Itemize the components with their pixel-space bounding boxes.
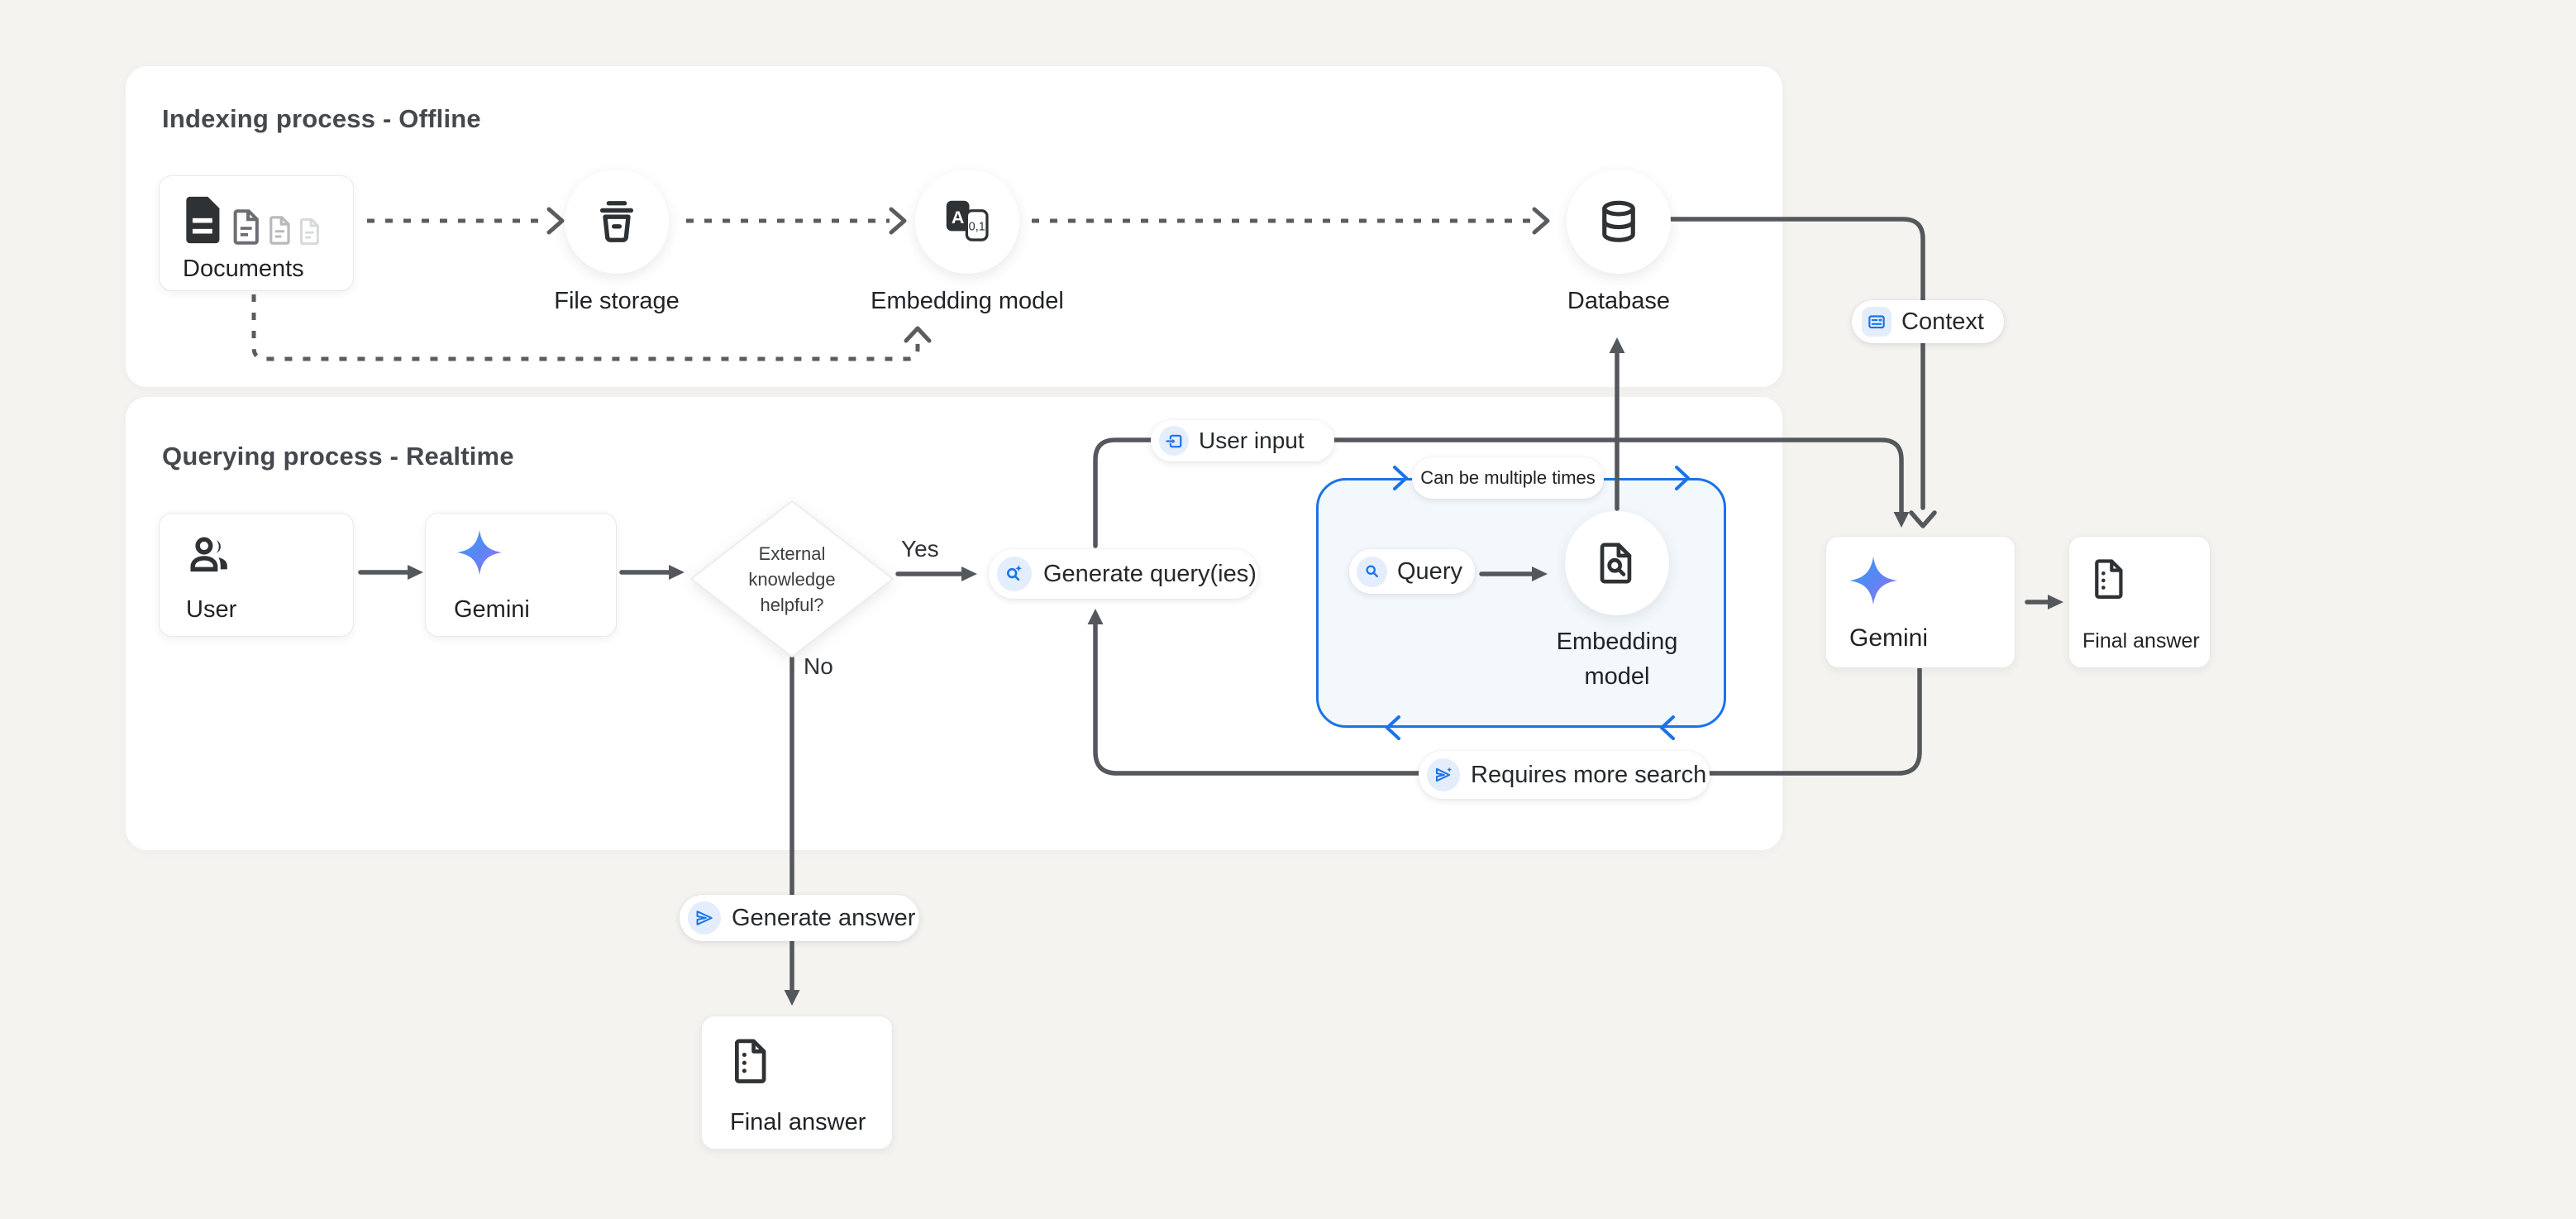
can-be-multiple-times-pill: Can be multiple times <box>1412 457 1604 499</box>
final-answer-right-node: Final answer <box>2068 536 2211 668</box>
documents-stack-icon <box>183 194 322 246</box>
decision-line1: External <box>758 543 826 564</box>
input-arrow-icon <box>1159 426 1189 456</box>
no-edge-label: No <box>804 653 833 679</box>
user-node: User <box>159 513 354 637</box>
documents-node: Documents <box>159 175 354 291</box>
database-label: Database <box>1567 288 1671 314</box>
gemini-query-node: Gemini <box>425 513 617 637</box>
file-storage-node <box>565 170 669 274</box>
embedding-model-offline-node: A 0,1 <box>915 170 1019 274</box>
generate-answer-pill: Generate answer <box>680 895 919 941</box>
user-input-label: User input <box>1199 428 1305 453</box>
arrowhead-into-final-answer-bottom <box>784 990 800 1006</box>
can-be-multiple-times-label: Can be multiple times <box>1420 467 1596 488</box>
final-answer-right-label: Final answer <box>2082 629 2200 653</box>
database-cylinder-icon <box>1602 200 1635 242</box>
generate-queries-pill: Generate query(ies) <box>989 549 1258 599</box>
user-group-icon <box>190 537 227 572</box>
gemini-query-label: Gemini <box>454 596 530 623</box>
search-spark-icon <box>997 557 1032 591</box>
gemini-answer-label: Gemini <box>1849 624 1929 652</box>
translate-a01-icon: A 0,1 <box>946 200 989 241</box>
database-node <box>1567 170 1671 274</box>
generate-answer-label: Generate answer <box>732 904 916 931</box>
context-pill: Context <box>1852 300 2004 343</box>
decision-line2: knowledge <box>748 569 836 590</box>
decision-line3: helpful? <box>760 595 824 615</box>
storage-bucket-icon <box>599 201 634 242</box>
document-icon <box>2095 559 2123 599</box>
decision-text: External knowledge helpful? <box>709 541 875 618</box>
file-storage-label: File storage <box>554 288 680 314</box>
arrowhead-userinput-into-gemini <box>1893 512 1910 528</box>
gemini-star-icon <box>456 529 503 576</box>
context-pill-label: Context <box>1901 308 1984 335</box>
final-answer-bottom-node: Final answer <box>701 1016 893 1150</box>
arrowhead-into-final-answer-right <box>2048 595 2063 610</box>
generate-queries-label: Generate query(ies) <box>1043 560 1257 587</box>
send-icon <box>688 901 721 935</box>
embedding-model-realtime-label-line2: model <box>1584 663 1650 690</box>
gemini-star-icon <box>1849 556 1898 605</box>
requires-more-search-label: Requires more search <box>1471 761 1707 788</box>
user-label: User <box>186 596 237 623</box>
send-spark-icon <box>1427 758 1460 791</box>
embedding-model-offline-label: Embedding model <box>871 288 1064 314</box>
final-answer-bottom-label: Final answer <box>730 1109 866 1135</box>
query-label: Query <box>1397 557 1462 585</box>
indexing-panel-title: Indexing process - Offline <box>162 104 481 133</box>
document-icon <box>734 1039 766 1083</box>
svg-text:0,1: 0,1 <box>969 221 985 234</box>
requires-more-search-pill: Requires more search <box>1419 751 1710 799</box>
documents-label: Documents <box>183 256 304 282</box>
user-input-pill: User input <box>1151 420 1334 461</box>
querying-panel-title: Querying process - Realtime <box>162 442 514 471</box>
document-search-icon <box>1600 543 1632 584</box>
yes-edge-label: Yes <box>901 536 939 562</box>
query-pill: Query <box>1349 549 1475 594</box>
search-icon <box>1357 556 1387 587</box>
context-card-icon <box>1862 307 1891 337</box>
gemini-answer-node: Gemini <box>1825 536 2015 668</box>
embedding-model-realtime-node <box>1565 511 1669 615</box>
multiple-times-loop-box <box>1316 478 1726 728</box>
embedding-model-realtime-label-line1: Embedding <box>1556 629 1678 655</box>
arrowhead-context-chevron <box>1909 510 1937 528</box>
svg-text:A: A <box>952 208 964 227</box>
